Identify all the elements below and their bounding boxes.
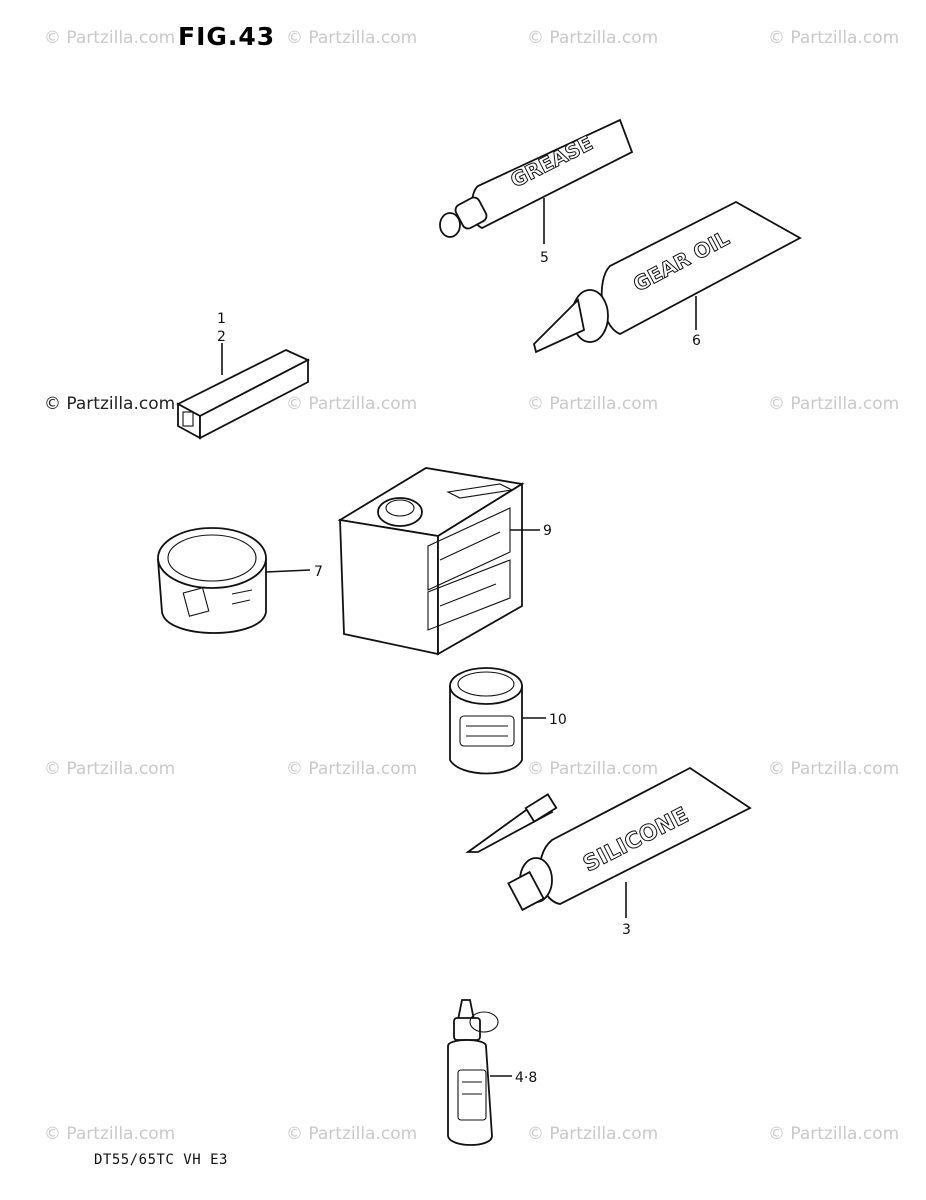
callout-5[interactable]: 5 <box>540 250 549 266</box>
nozzle-icon[interactable] <box>465 793 558 853</box>
callout-7[interactable]: 7 <box>314 564 323 580</box>
watermark: © Partzilla.com <box>286 759 418 779</box>
round-tin-icon[interactable] <box>157 527 267 634</box>
oil-can-icon[interactable] <box>337 467 525 656</box>
small-can-icon[interactable] <box>449 667 523 775</box>
callout-3[interactable]: 3 <box>622 922 631 938</box>
silicone-tube-icon[interactable]: SILICONE <box>507 766 752 912</box>
callout-9[interactable]: 9 <box>543 523 552 539</box>
watermark: © Partzilla.com <box>44 759 176 779</box>
callout-2[interactable]: 2 <box>217 329 226 345</box>
grease-tube-icon[interactable]: GREASE <box>439 118 634 238</box>
callout-10[interactable]: 10 <box>549 712 567 728</box>
callout-1[interactable]: 1 <box>217 311 226 327</box>
callout-4-8[interactable]: 4·8 <box>515 1070 537 1086</box>
watermark: © Partzilla.com <box>527 394 659 414</box>
watermark: © Partzilla.com <box>768 28 900 48</box>
watermark: © Partzilla.com <box>286 1124 418 1144</box>
gear-oil-tube-icon[interactable]: GEAR OIL <box>533 200 802 354</box>
watermark: © Partzilla.com <box>527 759 659 779</box>
watermark: © Partzilla.com <box>286 28 418 48</box>
watermark: © Partzilla.com <box>44 1124 176 1144</box>
watermark: © Partzilla.com <box>44 28 176 48</box>
watermark: © Partzilla.com <box>768 394 900 414</box>
watermark: © Partzilla.com <box>527 28 659 48</box>
figure-title: FIG.43 <box>178 22 276 51</box>
watermark: © Partzilla.com <box>527 1124 659 1144</box>
dropper-bottle-icon[interactable] <box>447 999 499 1146</box>
leader-line <box>265 569 311 573</box>
stick-part-icon[interactable] <box>176 349 311 440</box>
model-code: DT55/65TC VH E3 <box>94 1152 228 1168</box>
callout-6[interactable]: 6 <box>692 333 701 349</box>
watermark: © Partzilla.com <box>286 394 418 414</box>
watermark: © Partzilla.com <box>44 394 176 414</box>
watermark: © Partzilla.com <box>768 759 900 779</box>
watermark: © Partzilla.com <box>768 1124 900 1144</box>
